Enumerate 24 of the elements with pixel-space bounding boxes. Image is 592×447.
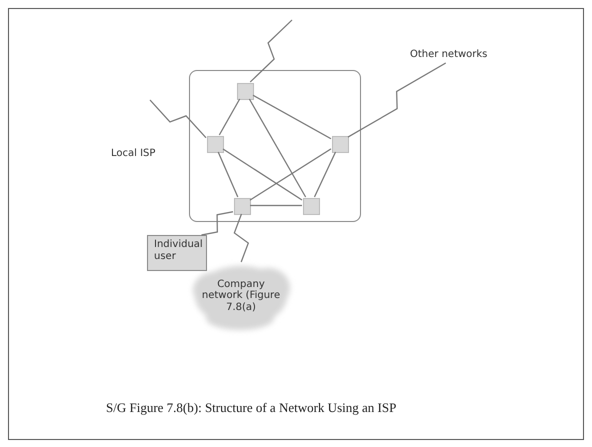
lightning-link — [234, 214, 250, 262]
network-link — [250, 148, 332, 201]
router-box — [234, 198, 251, 215]
network-link — [252, 94, 332, 140]
isp-label: Local ISP — [111, 148, 156, 160]
network-link — [218, 152, 238, 198]
lightning-link — [250, 20, 292, 82]
router-box — [207, 136, 224, 153]
caption: S/G Figure 7.8(b): Structure of a Network Using an ISP — [106, 400, 396, 416]
lightning-link — [348, 62, 446, 138]
network-link — [314, 152, 336, 198]
network-link — [250, 204, 302, 206]
cloud-label: Company network (Figure 7.8(a) — [201, 278, 281, 314]
network-label: Other networks — [410, 49, 488, 60]
router-box — [303, 198, 320, 215]
router-box — [237, 83, 254, 100]
router-box — [332, 136, 349, 153]
box-label: Individual user — [154, 239, 204, 262]
user-box — [147, 235, 207, 271]
network-link — [218, 98, 240, 136]
network-link — [248, 98, 306, 198]
network-link — [222, 148, 302, 201]
lightning-link — [201, 211, 234, 236]
lightning-link — [150, 100, 206, 138]
